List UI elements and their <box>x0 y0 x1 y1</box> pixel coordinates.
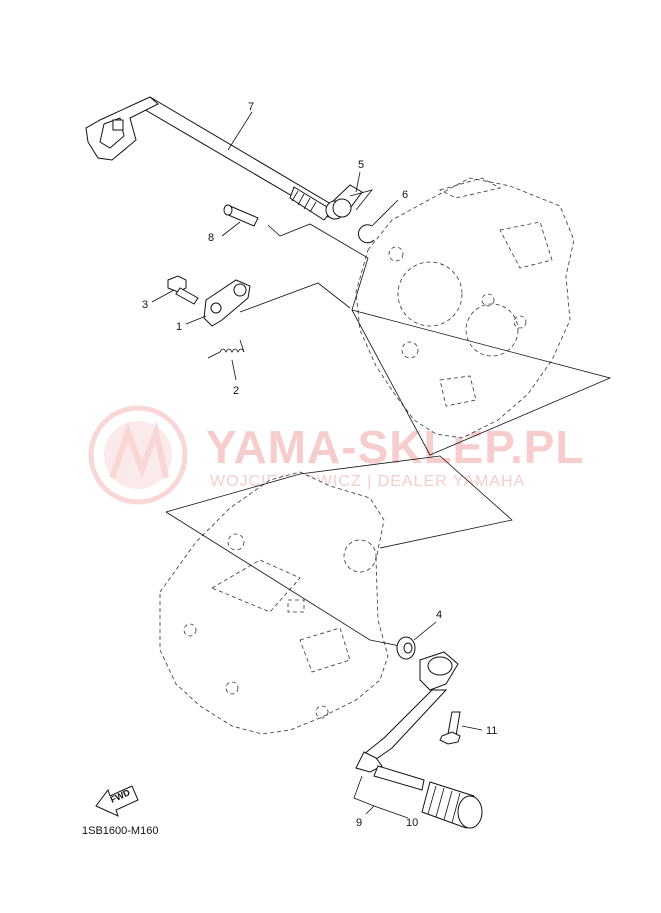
watermark: YAMA-SKLEP.PL WOJCIECHOWICZ | DEALER YAM… <box>88 405 585 505</box>
callout-8: 8 <box>208 232 214 244</box>
callout-6: 6 <box>402 189 408 201</box>
callout-9: 9 <box>356 817 362 829</box>
gasket-outline-lower-base <box>165 511 401 647</box>
bolt-part-3[interactable] <box>167 275 199 305</box>
dowel-pin-part-8[interactable] <box>223 204 259 227</box>
pedal-rubber-part-10[interactable] <box>421 781 483 829</box>
stopper-lever-part-1[interactable] <box>203 279 251 327</box>
watermark-logo <box>88 405 188 505</box>
callout-5: 5 <box>358 159 364 171</box>
gasket-outline-upper <box>267 223 612 456</box>
leader-lines <box>151 111 483 819</box>
gasket-outline-upper-link <box>239 282 351 313</box>
bolt-part-11[interactable] <box>439 711 461 745</box>
watermark-subtitle: WOJCIECHOWICZ | DEALER YAMAHA <box>210 473 525 490</box>
spring-part-2[interactable] <box>207 339 245 359</box>
torsion-spring-part-5[interactable] <box>325 184 374 220</box>
callout-2: 2 <box>233 385 239 397</box>
watermark-title: YAMA-SKLEP.PL <box>206 421 585 473</box>
left-crankcase <box>159 471 389 735</box>
shift-pedal-part-9[interactable] <box>355 651 459 791</box>
callout-7: 7 <box>248 101 254 113</box>
callout-4: 4 <box>436 609 442 621</box>
callout-10: 10 <box>406 817 418 829</box>
oil-seal-part-4[interactable] <box>396 636 416 660</box>
right-crankcase <box>355 177 575 439</box>
callout-3: 3 <box>142 299 148 311</box>
callout-1: 1 <box>176 321 182 333</box>
fwd-arrow-icon: FWD <box>95 785 139 817</box>
circlip-part-6[interactable] <box>357 224 375 244</box>
gasket-outline-lower <box>165 455 513 549</box>
callout-11: 11 <box>486 725 497 737</box>
shift-shaft-part-7[interactable] <box>85 96 337 221</box>
diagram-code: 1SB1600-M160 <box>82 825 158 837</box>
